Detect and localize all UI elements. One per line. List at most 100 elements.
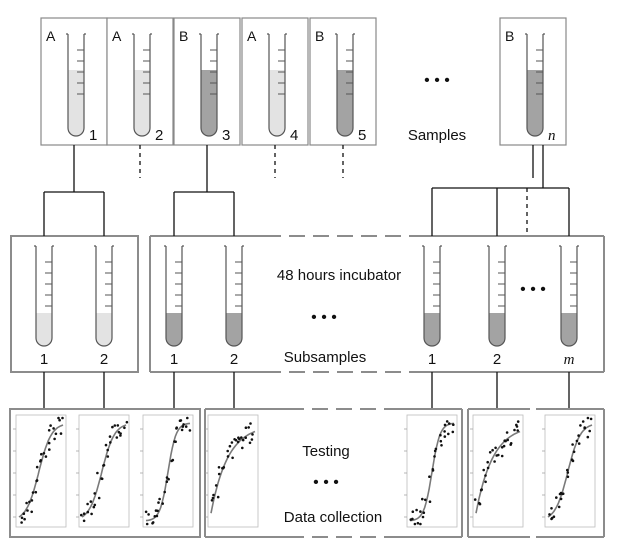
mini-plot-point xyxy=(47,441,51,445)
mini-plot-point xyxy=(80,513,83,517)
mini-plot-point xyxy=(115,436,119,439)
mini-plot-point xyxy=(439,433,442,437)
tube-liquid xyxy=(269,70,285,136)
mini-plot-point xyxy=(513,428,516,432)
mini-plot-point xyxy=(416,521,420,525)
mini-plot-point xyxy=(82,519,86,523)
mini-plot-point xyxy=(452,423,455,427)
tube-layer xyxy=(34,33,579,347)
mini-plot-point xyxy=(433,449,437,453)
mini-plot-point xyxy=(222,466,226,469)
tube-outline xyxy=(336,34,354,137)
sample-tube xyxy=(335,33,355,137)
subsample-number: 1 xyxy=(40,351,48,368)
incubator-label: 48 hours incubator xyxy=(277,267,401,284)
sample-number: 5 xyxy=(358,127,366,144)
mini-plot-point xyxy=(39,459,43,462)
mini-plot-point xyxy=(244,436,247,440)
mini-plot-point xyxy=(156,509,159,513)
mini-plot-point xyxy=(241,438,245,442)
mini-plot-point xyxy=(491,448,494,452)
mini-plot-point xyxy=(479,488,483,492)
mini-plot-point xyxy=(188,429,192,432)
subsample-tube xyxy=(34,245,54,347)
mini-plot-point xyxy=(409,518,413,521)
mini-plot-point xyxy=(20,521,23,524)
mini-plot-point xyxy=(443,435,447,438)
sample-type-label: B xyxy=(505,28,514,44)
mini-plot-point xyxy=(104,443,108,447)
mini-plot-point xyxy=(58,418,61,422)
mini-plot xyxy=(404,414,458,528)
subsample-number: 1 xyxy=(170,351,178,368)
ellipsis-incubator-mid: • • • xyxy=(311,309,337,326)
tube-outline xyxy=(35,246,53,347)
mini-plot-point xyxy=(238,437,241,441)
sample-number: 1 xyxy=(89,127,97,144)
mini-plot-point xyxy=(558,492,562,496)
mini-plot-point xyxy=(145,522,149,526)
mini-plot-point xyxy=(424,498,427,502)
mini-plot-point xyxy=(486,466,490,470)
mini-plot-point xyxy=(102,464,105,467)
mini-plot-point xyxy=(35,465,39,469)
mini-plot-point xyxy=(589,417,593,421)
mini-plot-point xyxy=(226,449,229,453)
mini-plot-point xyxy=(581,420,585,423)
mini-plot-point xyxy=(90,512,93,516)
mini-plot-point xyxy=(226,455,230,458)
mini-plot-point xyxy=(158,497,161,501)
sample-tube xyxy=(132,33,152,137)
mini-plot-point xyxy=(577,434,580,437)
mini-plot-point xyxy=(428,475,431,479)
sample-type-label: A xyxy=(112,28,122,44)
mini-plot-point xyxy=(26,509,29,512)
mini-plot-point xyxy=(559,497,563,501)
mini-plot-point xyxy=(440,444,443,447)
mini-plot-point xyxy=(248,441,252,445)
mini-plot-point xyxy=(180,428,184,432)
mini-plot-point xyxy=(161,502,164,505)
tube-outline xyxy=(165,246,183,347)
mini-plot-point xyxy=(571,459,575,463)
mini-plot-point xyxy=(57,416,60,420)
mini-plot-point xyxy=(86,502,89,506)
mini-plot-point xyxy=(422,511,426,514)
mini-plot-point xyxy=(250,438,254,441)
testing-label: Testing xyxy=(302,443,350,460)
subsample-tube xyxy=(559,245,579,347)
sample-tube xyxy=(199,33,219,137)
mini-plot-point xyxy=(433,455,436,458)
mini-plot-frame xyxy=(78,414,130,528)
mini-plot-point xyxy=(566,475,570,479)
mini-plot-point xyxy=(500,446,504,449)
mini-plot-curve xyxy=(18,424,64,518)
mini-plot-point xyxy=(182,423,185,426)
subsample-tube xyxy=(164,245,184,347)
tube-outline xyxy=(526,34,544,137)
mini-plot-point xyxy=(419,510,422,513)
mini-plot-point xyxy=(217,472,221,476)
mini-plot-point xyxy=(515,425,519,428)
mini-plot-point xyxy=(216,495,220,499)
mini-plot-point xyxy=(93,492,96,495)
subsample-number: 1 xyxy=(428,351,436,368)
mini-plot-point xyxy=(478,501,481,505)
mini-plot-point xyxy=(251,433,254,436)
mini-plot-point xyxy=(163,490,166,494)
mini-plot xyxy=(76,414,130,528)
mini-plot-point xyxy=(552,515,556,518)
mini-plot-point xyxy=(428,500,432,504)
mini-plot-point xyxy=(214,484,218,487)
mini-plot-point xyxy=(96,471,99,475)
ellipsis-incubator-right: • • • xyxy=(520,281,546,298)
plot-layer xyxy=(13,414,596,528)
samples-label: Samples xyxy=(408,127,466,144)
sample-number: 4 xyxy=(290,127,298,144)
mini-plot-frame xyxy=(472,414,524,528)
mini-plot-point xyxy=(500,454,504,458)
mini-plot-point xyxy=(153,515,157,518)
sample-type-label: A xyxy=(247,28,257,44)
mini-plot-point xyxy=(561,492,565,496)
mini-plot-point xyxy=(61,416,64,420)
